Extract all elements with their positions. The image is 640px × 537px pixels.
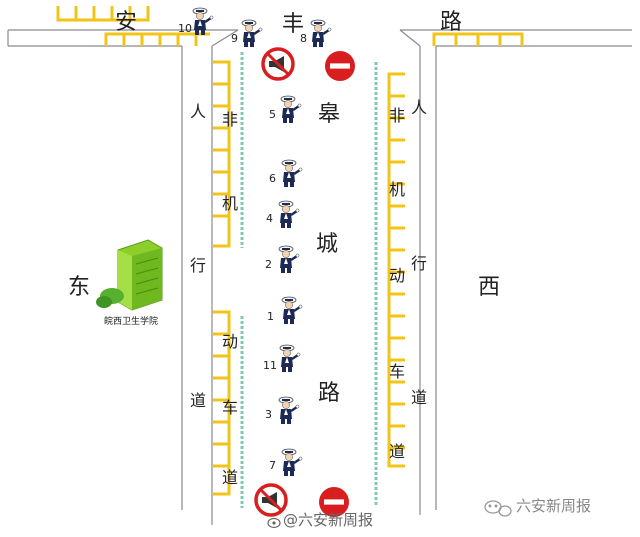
right-bike-lane-char-1: 非	[389, 106, 406, 125]
west-side-label: 东	[68, 275, 91, 300]
watermark-center: @六安新周报	[283, 511, 374, 529]
right-bike-lane-char-2: 机	[389, 180, 406, 199]
right-walkway-char-1: 人	[411, 98, 428, 117]
no-entry-sign-top	[325, 51, 355, 81]
right-bike-lane-char-4: 车	[389, 362, 406, 381]
officer-9-icon	[240, 18, 264, 49]
officer-number-8: 8	[300, 32, 307, 45]
main-road-char-3: 路	[318, 381, 341, 406]
officer-4-icon	[277, 199, 301, 230]
officer-8-icon	[309, 18, 333, 49]
officer-6-icon	[280, 158, 304, 189]
median-fences	[240, 52, 378, 508]
no-horn-sign-bottom	[254, 483, 288, 517]
officer-2-icon	[277, 244, 301, 275]
top-road-char-2: 丰	[282, 12, 305, 37]
officer-10-icon	[191, 6, 215, 37]
officer-number-1: 1	[267, 310, 274, 323]
left-bike-lane-char-5: 道	[222, 468, 239, 487]
top-road-char-1: 安	[115, 10, 138, 35]
officer-number-10: 10	[178, 22, 192, 35]
left-bike-lane-char-2: 机	[222, 194, 239, 213]
officer-number-3: 3	[265, 408, 272, 421]
officer-number-2: 2	[265, 258, 272, 271]
top-road-char-3: 路	[440, 10, 463, 35]
officer-5-icon	[279, 94, 303, 125]
officer-number-11: 11	[263, 359, 277, 372]
officer-number-5: 5	[269, 108, 276, 121]
left-bike-lane-char-3: 动	[222, 332, 239, 351]
weibo-icon	[267, 517, 281, 529]
left-walkway-char-1: 人	[190, 102, 207, 121]
watermark-logo-icon	[484, 500, 512, 517]
right-walkway-char-3: 道	[411, 388, 428, 407]
main-road-char-1: 皋	[318, 102, 341, 127]
officer-number-6: 6	[269, 172, 276, 185]
officer-number-7: 7	[269, 459, 276, 472]
watermark-right: 六安新周报	[516, 497, 592, 515]
officer-number-4: 4	[266, 212, 273, 225]
left-walkway-char-2: 行	[190, 256, 207, 275]
left-walkway-char-3: 道	[190, 391, 207, 410]
main-road-char-2: 城	[316, 232, 339, 257]
right-bike-lane-char-5: 道	[389, 442, 406, 461]
officer-7-icon	[280, 447, 304, 478]
east-side-label: 西	[478, 275, 501, 300]
left-bike-lane-char-4: 车	[222, 398, 239, 417]
building-icon	[96, 239, 163, 311]
right-walkway-char-2: 行	[411, 254, 428, 273]
officer-1-icon	[280, 295, 304, 326]
parking-slots	[56, 6, 524, 496]
officer-11-icon	[278, 343, 302, 374]
no-horn-sign-top	[261, 47, 295, 81]
main-road-lines	[181, 29, 437, 525]
right-bike-lane-char-3: 动	[389, 266, 406, 285]
officer-number-9: 9	[231, 32, 238, 45]
building-label: 皖西卫生学院	[104, 317, 159, 327]
left-bike-lane-char-1: 非	[222, 110, 239, 129]
officer-3-icon	[277, 395, 301, 426]
